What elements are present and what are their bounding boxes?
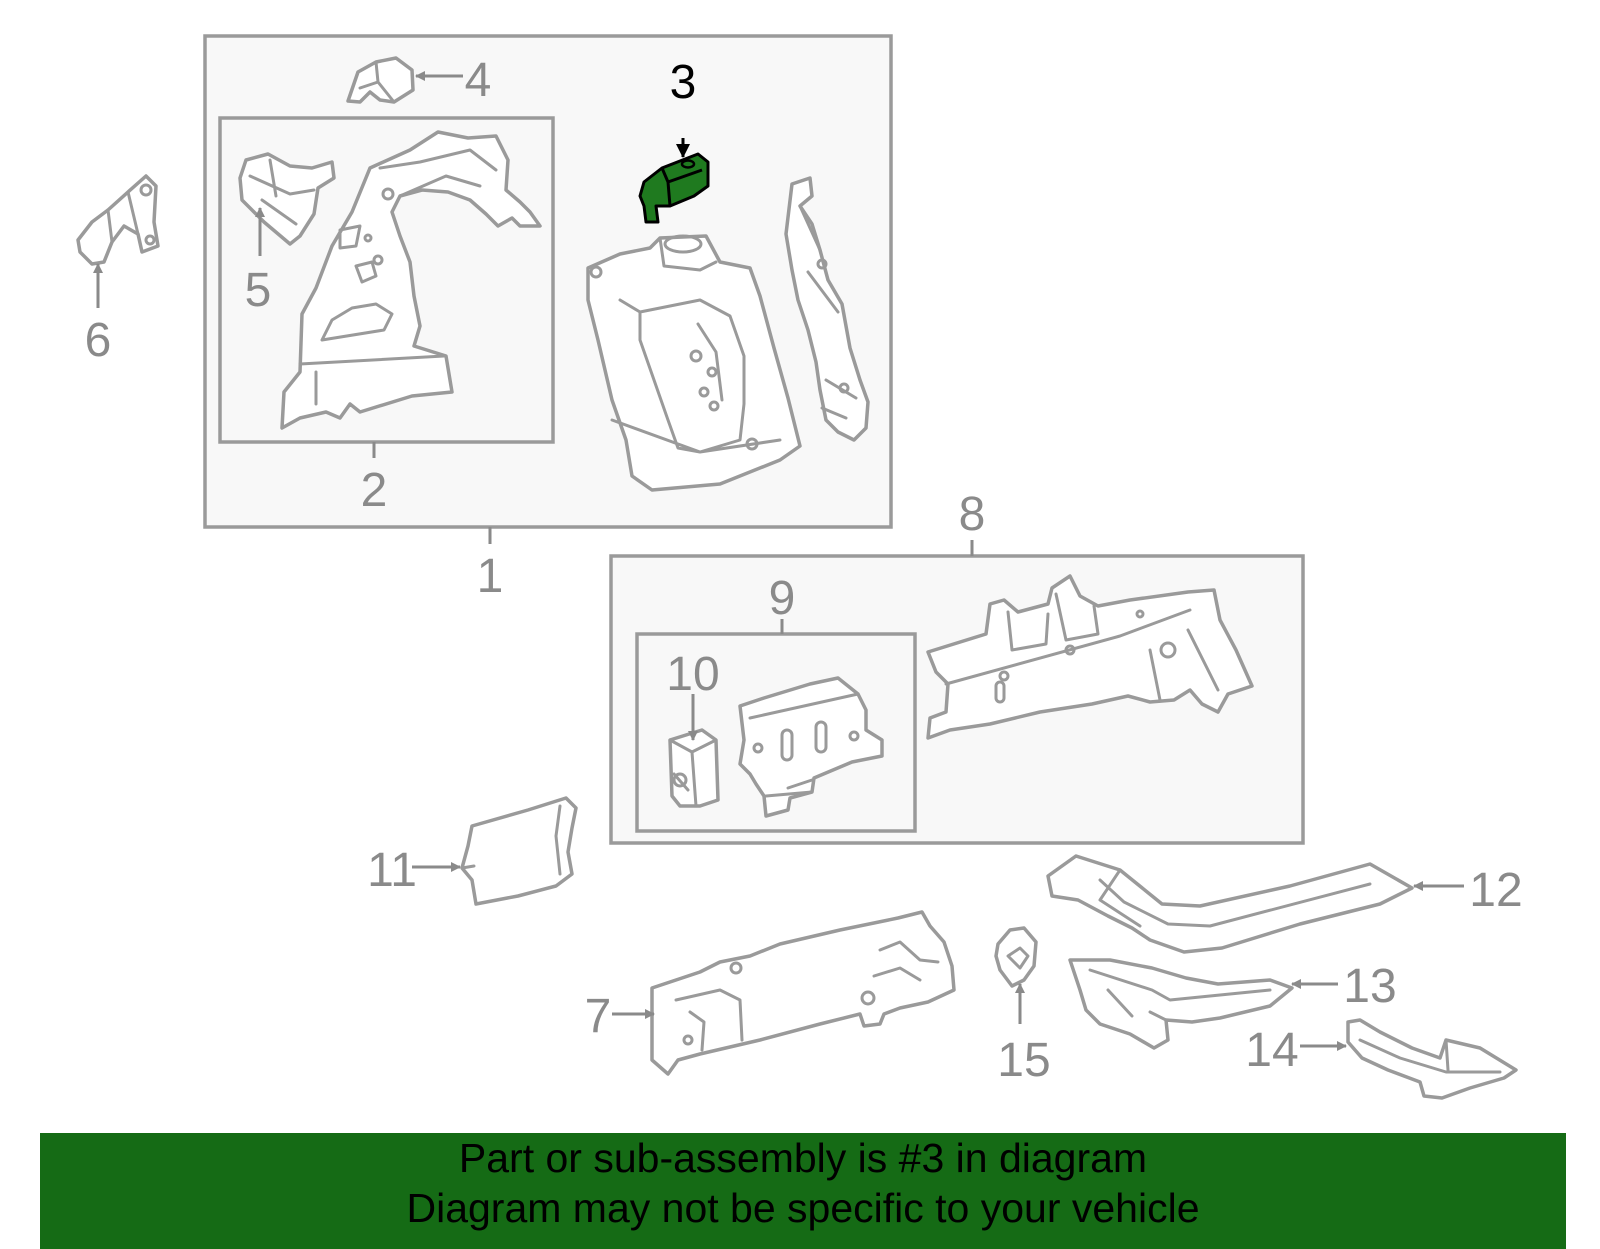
part-3[interactable] xyxy=(638,152,710,224)
part-11[interactable] xyxy=(460,796,578,906)
part-12[interactable] xyxy=(1046,854,1414,954)
part-8-rail[interactable] xyxy=(926,574,1254,740)
callout-11: 11 xyxy=(367,844,417,897)
callout-6: 6 xyxy=(85,314,112,367)
callout-10: 10 xyxy=(666,648,719,701)
footer-line-1: Part or sub-assembly is #3 in diagram xyxy=(458,1135,1148,1181)
part-10[interactable] xyxy=(668,728,720,808)
callout-8: 8 xyxy=(959,488,986,541)
callout-2: 2 xyxy=(361,464,388,517)
part-14[interactable] xyxy=(1346,1018,1518,1100)
part-6[interactable] xyxy=(76,174,160,266)
part-5[interactable] xyxy=(238,152,336,246)
side-reinforcement xyxy=(784,176,870,442)
callout-13: 13 xyxy=(1343,960,1396,1013)
part-2[interactable] xyxy=(280,130,542,430)
callout-labels: 1 2 3 4 5 6 7 8 9 10 11 12 13 14 15 xyxy=(85,54,1523,1087)
callout-4: 4 xyxy=(465,54,492,107)
part-4[interactable] xyxy=(346,56,415,104)
footer-banner: Part or sub-assembly is #3 in diagram Di… xyxy=(40,1133,1566,1249)
callout-15: 15 xyxy=(997,1034,1050,1087)
strut-tower-panel xyxy=(586,234,802,492)
part-15[interactable] xyxy=(994,926,1038,988)
callout-14: 14 xyxy=(1245,1024,1298,1077)
callout-7: 7 xyxy=(585,990,612,1043)
callout-3: 3 xyxy=(670,56,697,109)
callout-1: 1 xyxy=(477,550,504,603)
leader-lines xyxy=(93,71,1464,1051)
callout-5: 5 xyxy=(245,264,272,317)
part-7[interactable] xyxy=(650,910,956,1076)
footer-banner-bg xyxy=(40,1133,1566,1249)
part-9-member[interactable] xyxy=(738,676,884,818)
part-13[interactable] xyxy=(1068,958,1294,1050)
footer-line-2: Diagram may not be specific to your vehi… xyxy=(406,1185,1200,1231)
callout-12: 12 xyxy=(1469,864,1522,917)
callout-9: 9 xyxy=(769,572,796,625)
